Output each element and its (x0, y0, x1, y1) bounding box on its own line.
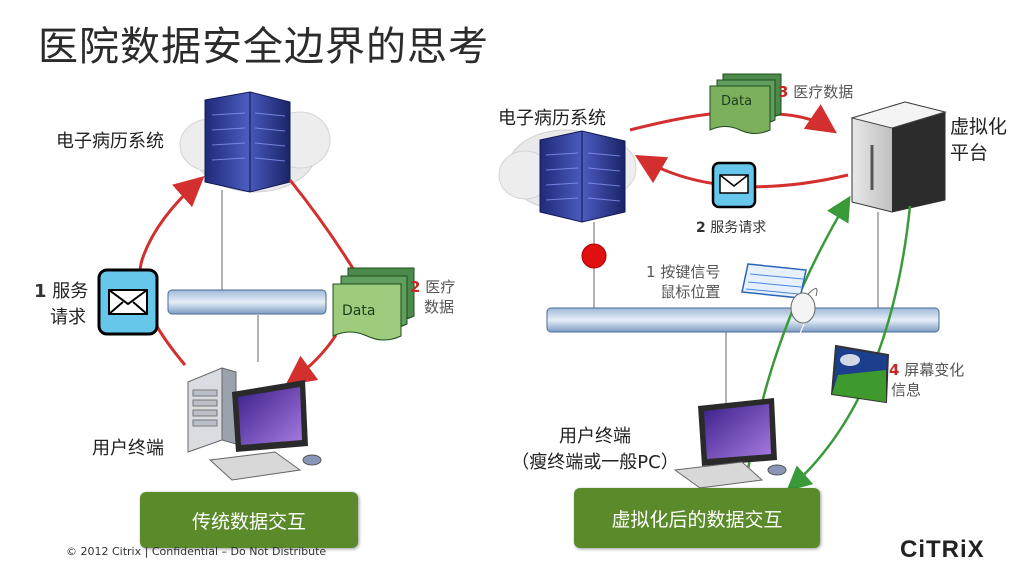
medical-data-label-left: 2 医疗 数据 (410, 277, 455, 317)
data-document-icon-right (709, 73, 782, 134)
virtualization-label: 虚拟化 平台 (950, 114, 1007, 166)
screen-image-icon (830, 344, 890, 404)
virtualized-exchange-box: 虚拟化后的数据交互 (574, 488, 820, 548)
data-doc-label-left: Data (342, 303, 376, 319)
service-request-label-right: 2 服务请求 (696, 217, 766, 237)
data-doc-label-right: Data (721, 94, 753, 109)
step-number: 3 (778, 83, 789, 101)
terminal-label-right: 用户终端 （瘦终端或一般PC） (500, 424, 690, 476)
service-request-label-left: 1 服务 请求 (34, 277, 89, 329)
traditional-exchange-box: 传统数据交互 (140, 492, 358, 548)
desktop-computer-icon-left (187, 367, 322, 481)
virtualization-server-icon (850, 101, 947, 213)
keyboard-icon (741, 263, 807, 299)
service-text-1: 服务 (52, 281, 89, 302)
page-title: 医院数据安全边界的思考 (38, 24, 489, 70)
emr-server-icon-right (539, 130, 626, 223)
footer-copyright: © 2012 Citrix | Confidential – Do Not Di… (66, 545, 327, 558)
emr-label-left: 电子病历系统 (56, 131, 164, 152)
step-number: 2 (696, 220, 706, 236)
network-bar-right (546, 307, 940, 333)
data-text-2: 数据 (424, 298, 455, 316)
service-text: 服务请求 (710, 220, 767, 236)
block-stop-icon (581, 243, 607, 269)
key-text-2: 鼠标位置 (660, 283, 721, 301)
virt-text-2: 平台 (950, 142, 989, 164)
envelope-icon-right (711, 161, 757, 209)
medical-data-label-right: 3 医疗数据 (778, 82, 853, 102)
screen-text-2: 信息 (891, 381, 922, 399)
data-text: 医疗数据 (793, 83, 854, 101)
thin-client-icon (673, 398, 787, 489)
virt-text-1: 虚拟化 (950, 116, 1008, 138)
citrix-logo: CiTRiX (900, 536, 985, 563)
service-text-2: 请求 (50, 307, 86, 328)
step-number: 4 (889, 361, 900, 379)
screen-text-1: 屏幕变化 (904, 361, 965, 379)
mouse-icon (790, 288, 818, 324)
envelope-icon-left (97, 268, 159, 336)
emr-server-icon-left (204, 91, 291, 193)
step-number: 1 (34, 281, 47, 302)
terminal-text-2: （瘦终端或一般PC） (511, 452, 679, 473)
terminal-text-1: 用户终端 (559, 426, 631, 447)
network-bar-left (167, 289, 327, 315)
key-signal-label: 1 按键信号 鼠标位置 (646, 262, 720, 302)
data-document-icon-left (332, 267, 415, 341)
screen-change-label: 4 屏幕变化 信息 (889, 360, 964, 400)
emr-label-right: 电子病历系统 (498, 108, 606, 129)
step-number: 1 (646, 263, 656, 281)
data-text-1: 医疗 (425, 278, 456, 296)
key-text-1: 按键信号 (660, 263, 721, 281)
terminal-label-left: 用户终端 (92, 438, 164, 459)
step-number: 2 (410, 278, 421, 296)
